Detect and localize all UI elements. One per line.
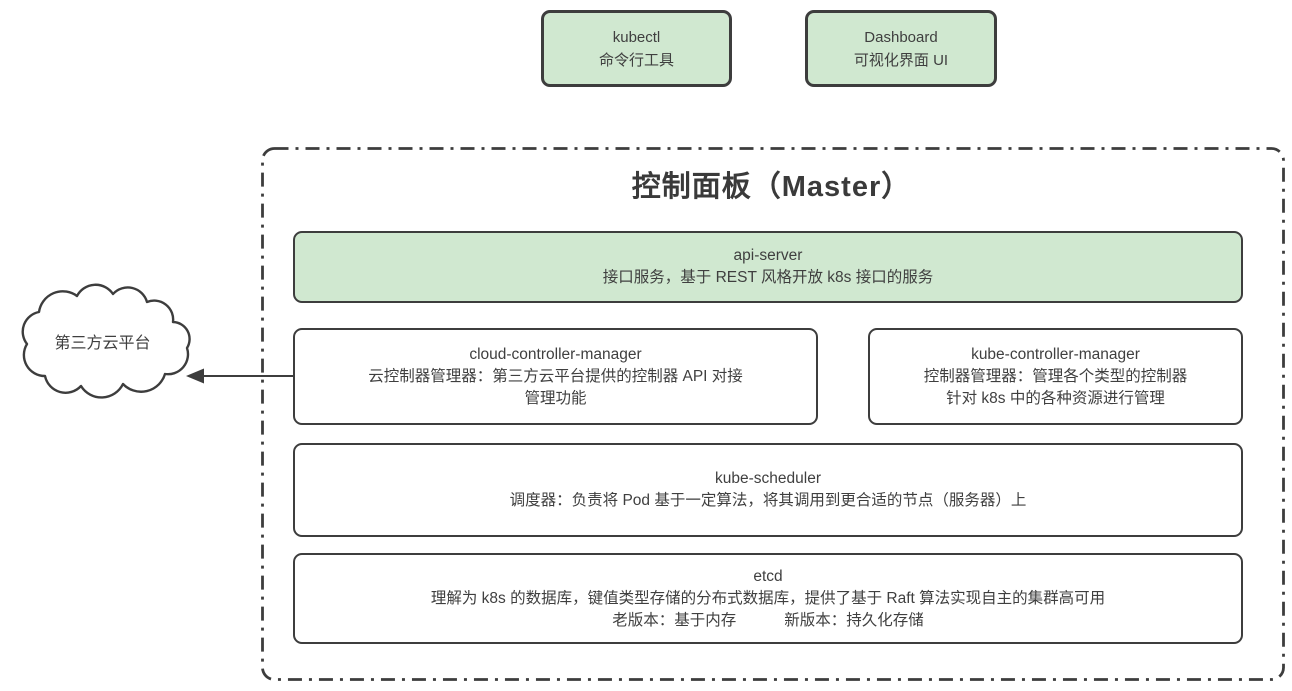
kubectl-name: kubectl: [612, 28, 661, 46]
dashboard-desc: 可视化界面 UI: [853, 51, 949, 69]
etcd-new-version: 新版本：持久化存储: [784, 611, 924, 629]
kube-scheduler-desc: 调度器：负责将 Pod 基于一定算法，将其调用到更合适的节点（服务器）上: [509, 492, 1027, 509]
third-party-cloud-icon: [21, 283, 191, 399]
cloud-controller-manager-node: cloud-controller-manager 云控制器管理器：第三方云平台提…: [293, 328, 818, 425]
etcd-desc2: 老版本：基于内存 新版本：持久化存储: [612, 610, 924, 632]
cloud-controller-manager-desc1: 云控制器管理器：第三方云平台提供的控制器 API 对接: [368, 367, 743, 385]
etcd-name: etcd: [753, 567, 783, 585]
kube-scheduler-node: kube-scheduler 调度器：负责将 Pod 基于一定算法，将其调用到更…: [293, 443, 1243, 537]
cloud-controller-manager-desc2: 管理功能: [524, 389, 587, 407]
etcd-desc1: 理解为 k8s 的数据库，键值类型存储的分布式数据库，提供了基于 Raft 算法…: [430, 589, 1106, 607]
arrow-to-cloud: [186, 368, 295, 384]
kube-controller-manager-node: kube-controller-manager 控制器管理器：管理各个类型的控制…: [868, 328, 1243, 425]
kubectl-node: kubectl 命令行工具: [541, 10, 732, 87]
dashboard-name: Dashboard: [864, 28, 938, 46]
api-server-name: api-server: [733, 247, 803, 264]
kubectl-desc: 命令行工具: [598, 51, 674, 69]
etcd-old-version: 老版本：基于内存: [612, 611, 737, 629]
master-panel-title: 控制面板（Master）: [631, 171, 912, 203]
kube-scheduler-name: kube-scheduler: [715, 470, 821, 487]
kube-controller-manager-desc1: 控制器管理器：管理各个类型的控制器: [923, 367, 1188, 385]
master-panel-border: [261, 147, 1285, 681]
etcd-node: etcd 理解为 k8s 的数据库，键值类型存储的分布式数据库，提供了基于 Ra…: [293, 553, 1243, 644]
third-party-cloud-label: 第三方云平台: [54, 335, 151, 352]
api-server-node: api-server 接口服务，基于 REST 风格开放 k8s 接口的服务: [293, 231, 1243, 303]
dashboard-node: Dashboard 可视化界面 UI: [805, 10, 997, 87]
cloud-controller-manager-name: cloud-controller-manager: [469, 345, 642, 363]
api-server-desc: 接口服务，基于 REST 风格开放 k8s 接口的服务: [602, 269, 934, 286]
kube-controller-manager-desc2: 针对 k8s 中的各种资源进行管理: [946, 389, 1165, 407]
kube-controller-manager-name: kube-controller-manager: [971, 345, 1140, 363]
